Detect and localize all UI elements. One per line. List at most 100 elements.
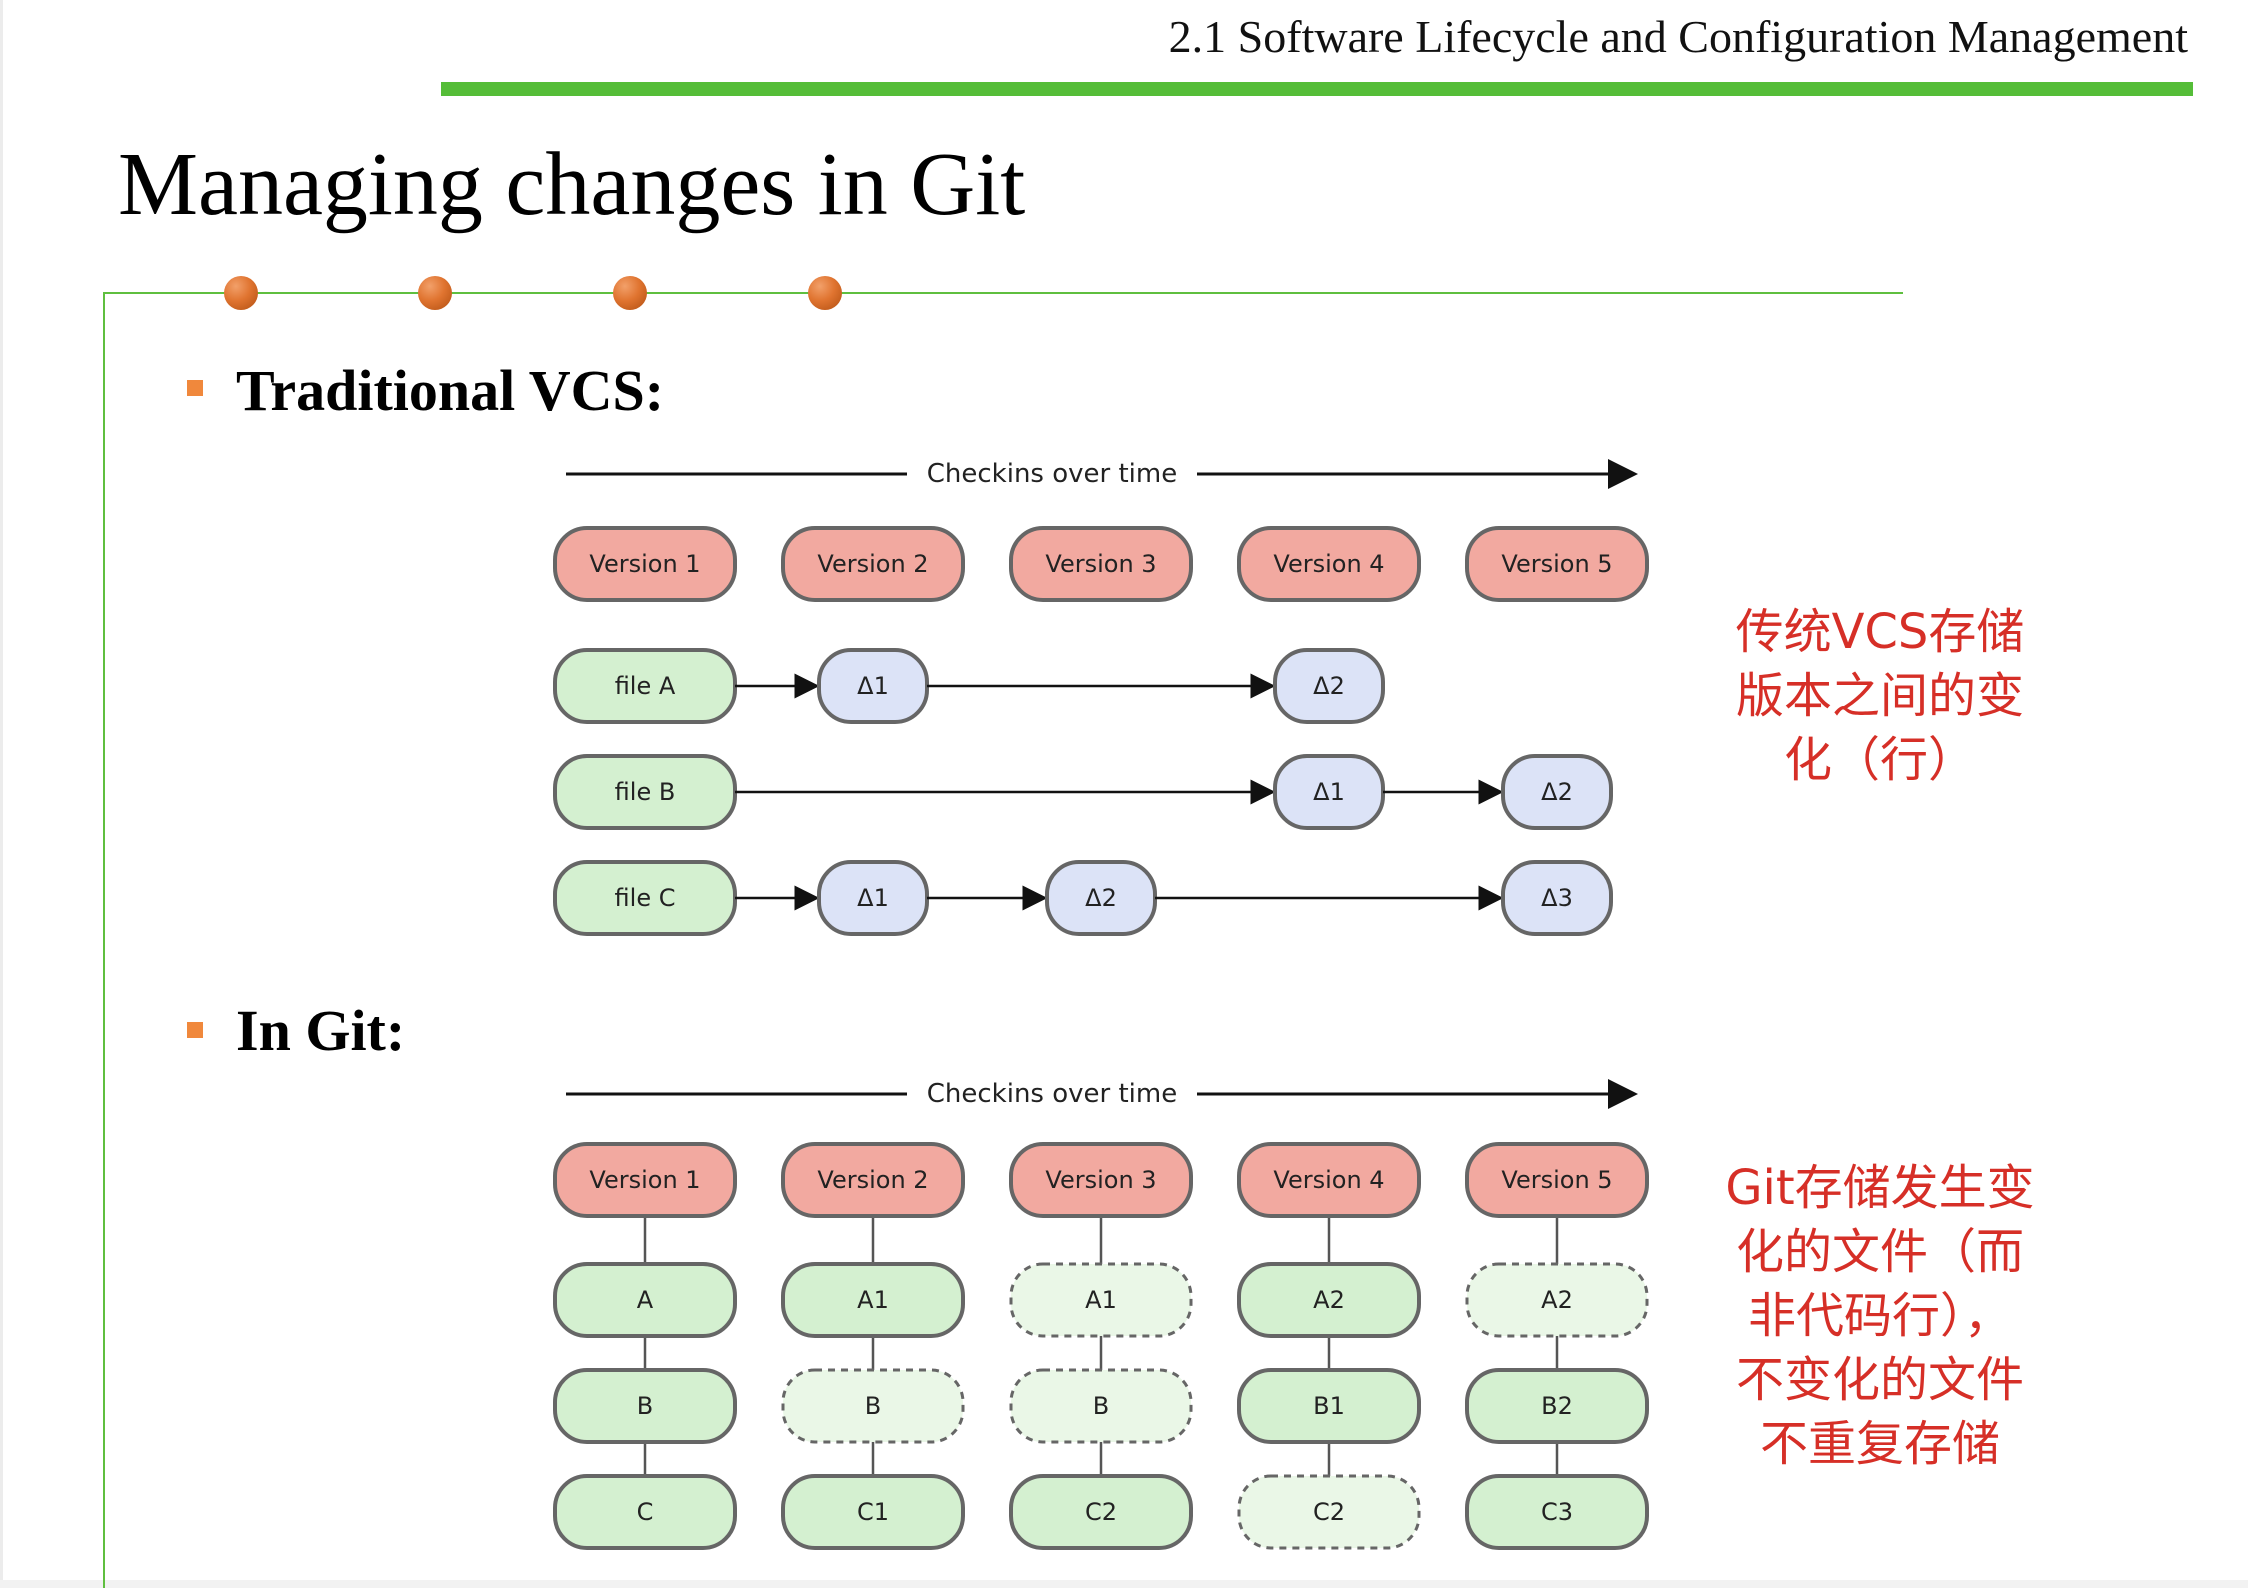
git-col-3-file-1-shape bbox=[1009, 1262, 1193, 1338]
git-col-1-file-2-shape bbox=[553, 1368, 737, 1444]
git-col-3-file-1-label: A1 bbox=[1085, 1286, 1117, 1314]
note-git-line-4: 不变化的文件 bbox=[1735, 1352, 2024, 1408]
note-traditional-line-1: 传统VCS存储 bbox=[1735, 604, 2025, 660]
trad-version-2-label: Version 2 bbox=[817, 550, 928, 578]
git-col-2-file-1-label: A1 bbox=[857, 1286, 889, 1314]
page-edge-bottom bbox=[0, 1580, 2248, 1588]
trad-row-1-delta-2: Δ1 bbox=[817, 648, 929, 724]
git-col-5-file-2: B2 bbox=[1465, 1368, 1649, 1444]
decor-dot-3 bbox=[613, 276, 647, 310]
trad-version-4-label: Version 4 bbox=[1273, 550, 1384, 578]
git-col-3-file-2-label: B bbox=[1093, 1392, 1109, 1420]
bullet-marker-1 bbox=[187, 380, 203, 396]
note-git-line-2: 化的文件（而 bbox=[1735, 1224, 2024, 1280]
trad-timeline-label: Checkins over time bbox=[927, 459, 1177, 489]
git-version-1-label: Version 1 bbox=[589, 1166, 700, 1194]
trad-file-1: file A bbox=[553, 648, 737, 724]
git-version-2: Version 2 bbox=[781, 1142, 965, 1218]
git-col-5-file-1: A2 bbox=[1465, 1262, 1649, 1338]
git-col-4-file-3: C2 bbox=[1237, 1474, 1421, 1550]
note-git-line-1: Git存储发生变 bbox=[1725, 1160, 2035, 1216]
git-col-5-file-2-label: B2 bbox=[1541, 1392, 1573, 1420]
note-git-line-3: 非代码行）， bbox=[1747, 1288, 2012, 1344]
trad-row-3-delta-5-label: Δ3 bbox=[1541, 884, 1573, 912]
git-col-4-file-2: B1 bbox=[1237, 1368, 1421, 1444]
trad-version-5-shape bbox=[1465, 526, 1649, 602]
git-col-5-file-3-label: C3 bbox=[1541, 1498, 1573, 1526]
trad-row-2-delta-4-label: Δ1 bbox=[1313, 778, 1345, 806]
trad-row-3-delta-2-label: Δ1 bbox=[857, 884, 889, 912]
trad-row-1-delta-4-shape bbox=[1273, 648, 1385, 724]
bullet-marker-2 bbox=[187, 1022, 203, 1038]
trad-file-2-label: file B bbox=[615, 778, 676, 806]
git-col-3-file-2: B bbox=[1009, 1368, 1193, 1444]
git-col-5-file-3-shape bbox=[1465, 1474, 1649, 1550]
git-col-4-file-1-shape bbox=[1237, 1262, 1421, 1338]
git-version-4: Version 4 bbox=[1237, 1142, 1421, 1218]
git-version-5-shape bbox=[1465, 1142, 1649, 1218]
git-col-3-file-3: C2 bbox=[1009, 1474, 1193, 1550]
git-col-4-file-2-label: B1 bbox=[1313, 1392, 1345, 1420]
trad-version-1: Version 1 bbox=[553, 526, 737, 602]
note-git-storage: Git存储发生变化的文件（而非代码行）， 不变化的文件不重复存储 bbox=[1700, 1156, 2060, 1476]
trad-row-3-delta-3-label: Δ2 bbox=[1085, 884, 1117, 912]
git-col-1-file-1-shape bbox=[553, 1262, 737, 1338]
git-version-3-label: Version 3 bbox=[1045, 1166, 1156, 1194]
section-header-title: 2.1 Software Lifecycle and Configuration… bbox=[1168, 11, 2188, 62]
note-git-line-5: 不重复存储 bbox=[1759, 1416, 2000, 1472]
trad-row-1-delta-4: Δ2 bbox=[1273, 648, 1385, 724]
trad-row-2-delta-4: Δ1 bbox=[1273, 754, 1385, 830]
note-traditional-vcs: 传统VCS存储版本之间的变化（行） bbox=[1700, 600, 2060, 792]
trad-version-3-label: Version 3 bbox=[1045, 550, 1156, 578]
trad-row-2-delta-5-shape bbox=[1501, 754, 1613, 830]
trad-file-3-label: file C bbox=[615, 884, 676, 912]
trad-version-4-shape bbox=[1237, 526, 1421, 602]
git-col-5-file-3: C3 bbox=[1465, 1474, 1649, 1550]
git-col-3-file-3-shape bbox=[1009, 1474, 1193, 1550]
trad-version-3: Version 3 bbox=[1009, 526, 1193, 602]
trad-row-1-delta-4-label: Δ2 bbox=[1313, 672, 1345, 700]
trad-file-1-label: file A bbox=[615, 672, 676, 700]
trad-version-5: Version 5 bbox=[1465, 526, 1649, 602]
git-col-1-file-2-label: B bbox=[637, 1392, 653, 1420]
git-col-5-file-1-shape bbox=[1465, 1262, 1649, 1338]
trad-row-3-delta-5-shape bbox=[1501, 860, 1613, 936]
trad-version-2: Version 2 bbox=[781, 526, 965, 602]
git-version-1: Version 1 bbox=[553, 1142, 737, 1218]
git-col-4-file-2-shape bbox=[1237, 1368, 1421, 1444]
git-version-1-shape bbox=[553, 1142, 737, 1218]
git-col-1-file-3-shape bbox=[553, 1474, 737, 1550]
git-timeline-label: Checkins over time bbox=[927, 1079, 1177, 1109]
trad-row-3-delta-5: Δ3 bbox=[1501, 860, 1613, 936]
git-col-5-file-2-shape bbox=[1465, 1368, 1649, 1444]
git-col-3-file-2-shape bbox=[1009, 1368, 1193, 1444]
note-traditional-line-2: 版本之间的变 bbox=[1735, 668, 2024, 724]
frame-left-line bbox=[103, 292, 105, 1588]
git-col-1-file-1: A bbox=[553, 1262, 737, 1338]
git-col-2-file-3-shape bbox=[781, 1474, 965, 1550]
git-col-2-file-3: C1 bbox=[781, 1474, 965, 1550]
git-col-2-file-1-shape bbox=[781, 1262, 965, 1338]
git-col-2-file-2-label: B bbox=[865, 1392, 881, 1420]
trad-row-2-delta-5: Δ2 bbox=[1501, 754, 1613, 830]
git-version-3: Version 3 bbox=[1009, 1142, 1193, 1218]
trad-row-3-delta-3: Δ2 bbox=[1045, 860, 1157, 936]
frame-top-line bbox=[103, 292, 1903, 294]
git-col-1-file-1-label: A bbox=[637, 1286, 654, 1314]
trad-row-2-delta-5-label: Δ2 bbox=[1541, 778, 1573, 806]
trad-version-4: Version 4 bbox=[1237, 526, 1421, 602]
header-accent-bar bbox=[441, 82, 2193, 96]
git-version-5: Version 5 bbox=[1465, 1142, 1649, 1218]
page-edge-left bbox=[0, 0, 3, 1588]
git-version-4-label: Version 4 bbox=[1273, 1166, 1384, 1194]
bullet-in-git: In Git: bbox=[236, 998, 406, 1063]
bullet-traditional-vcs: Traditional VCS: bbox=[236, 358, 665, 423]
git-version-2-label: Version 2 bbox=[817, 1166, 928, 1194]
git-col-3-file-1: A1 bbox=[1009, 1262, 1193, 1338]
git-col-4-file-1-label: A2 bbox=[1313, 1286, 1345, 1314]
trad-version-2-shape bbox=[781, 526, 965, 602]
git-col-1-file-3-label: C bbox=[637, 1498, 654, 1526]
trad-row-1-delta-2-label: Δ1 bbox=[857, 672, 889, 700]
